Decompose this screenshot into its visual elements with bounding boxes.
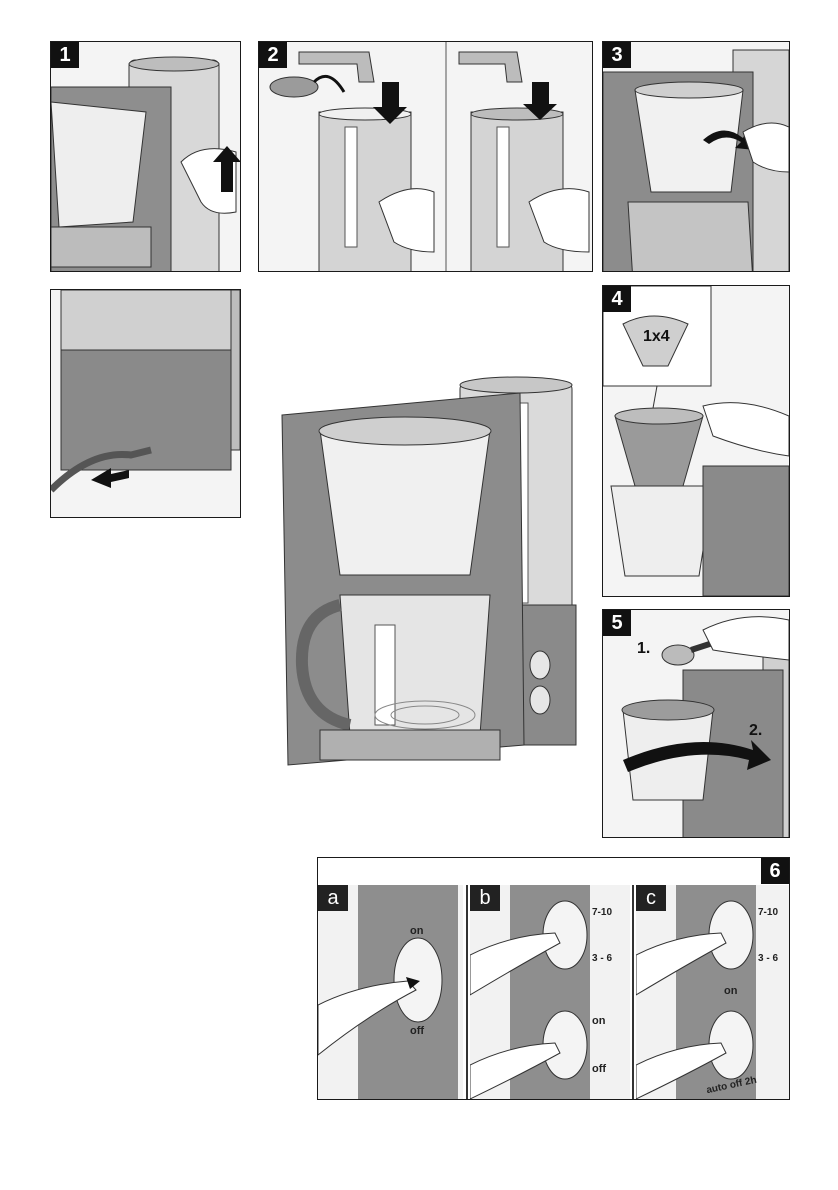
step-5-panel: 5 1. 2. [602, 609, 790, 838]
sub-label: b [470, 885, 500, 911]
coffee-machine-svg [280, 375, 580, 775]
step-1-panel: 1 [50, 41, 241, 272]
step-number: 5 [603, 610, 631, 636]
divider [632, 885, 634, 1099]
step-number: 2 [259, 42, 287, 68]
curved-arrow-icon [314, 76, 344, 92]
sub-panel-c: c 7-10 3 - 6 on auto off 2h [636, 885, 789, 1099]
coffee-machine-main-illustration [280, 375, 580, 775]
sub-label: a [318, 885, 348, 911]
on-label: on [592, 1015, 605, 1027]
step-3-panel: 3 [602, 41, 790, 272]
power-button[interactable] [394, 938, 442, 1022]
aroma-low-label: 3 - 6 [758, 953, 778, 964]
sub-panel-a: a on off [318, 885, 463, 1099]
power-on-illustration [318, 885, 463, 1099]
step-4-panel: 4 1x4 [602, 285, 790, 597]
aroma-high-label: 7-10 [758, 907, 778, 918]
spoon-icon [662, 645, 694, 665]
aroma-high-label: 7-10 [592, 907, 612, 918]
step-number: 3 [603, 42, 631, 68]
filter-size-label: 1x4 [643, 328, 670, 346]
step-number: 1 [51, 42, 79, 68]
cable-storage-illustration [51, 290, 240, 517]
on-label: on [724, 985, 737, 997]
spoon-step-1-label: 1. [637, 640, 650, 658]
on-label: on [410, 925, 423, 937]
step-6-panel: 6 a on off b 7-10 3 - 6 on off [317, 857, 790, 1100]
water-filling-illustration [259, 42, 592, 271]
step-2-panel: 2 [258, 41, 593, 272]
step-number: 4 [603, 286, 631, 312]
sub-panel-b: b 7-10 3 - 6 on off [470, 885, 630, 1099]
cable-arrow-icon [91, 468, 129, 488]
step-number: 6 [761, 858, 789, 884]
aroma-low-label: 3 - 6 [592, 953, 612, 964]
off-label: off [592, 1063, 606, 1075]
cable-storage-panel [50, 289, 241, 518]
off-label: off [410, 1025, 424, 1037]
spoon-step-2-label: 2. [749, 722, 762, 740]
divider [466, 885, 468, 1099]
paper-filter-illustration [603, 286, 789, 596]
power-button[interactable] [530, 686, 550, 714]
water-tank-removal-illustration [51, 42, 240, 271]
aroma-button[interactable] [530, 651, 550, 679]
sub-label: c [636, 885, 666, 911]
filter-holder-swing-illustration [603, 42, 789, 271]
